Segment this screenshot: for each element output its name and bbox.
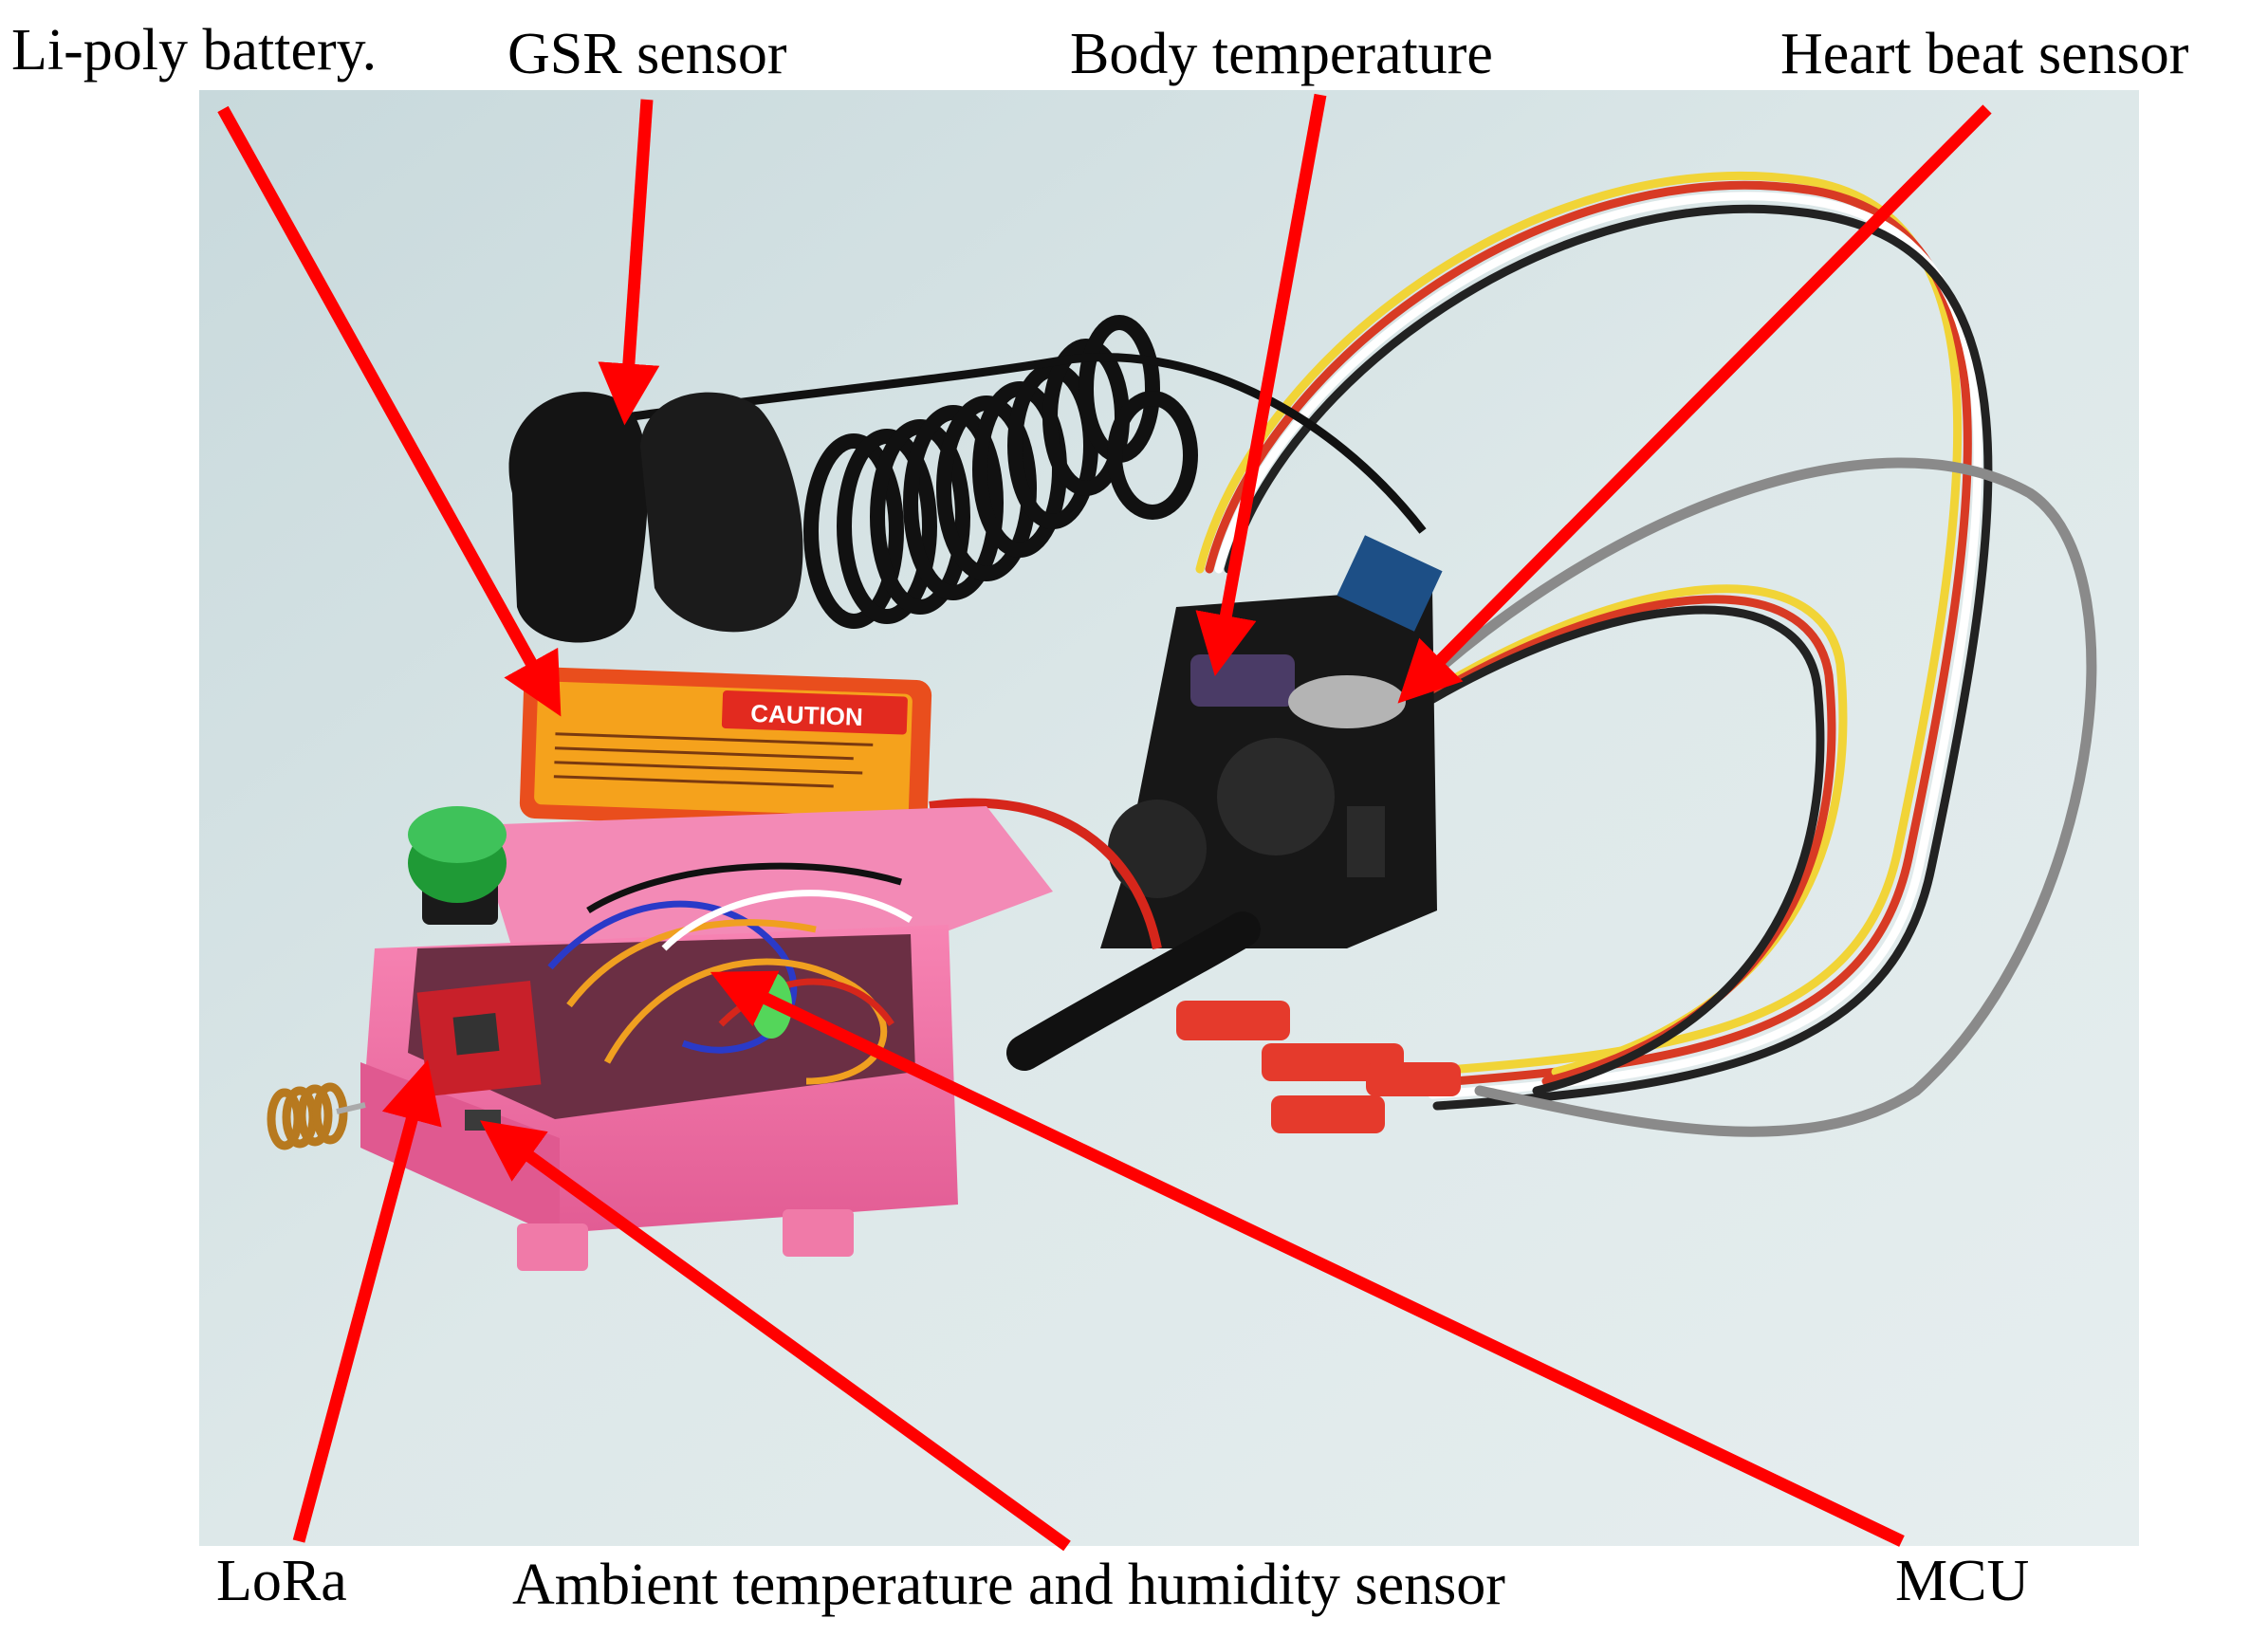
internal-wiring [547,862,913,1085]
arrow-ambient-sensor [480,1120,1071,1552]
arrow-lora [292,1059,442,1543]
arrow-gsr-sensor [598,99,660,426]
label-body-temperature: Body temperature [1070,22,1493,86]
arrow-heart-beat-sensor [1397,104,1992,704]
label-li-poly-battery: Li-poly battery. [11,18,378,83]
cable-sleeve [1006,911,1261,1071]
heart-beat-pcb [1337,535,1443,632]
battery-fine-print [553,732,874,788]
lora-antenna [267,1082,348,1150]
sensor-cables [1195,172,2097,1137]
gsr-finger-sleeve-right [640,392,803,633]
battery-caution-text: CAUTION [750,699,863,731]
pink-enclosure-lid [474,806,1053,948]
arrow-li-poly-battery [217,105,562,717]
gsr-finger-sleeve-left [508,392,649,643]
housing-hole-2 [1108,800,1207,898]
power-wire-red [929,798,1162,949]
label-gsr-sensor: GSR sensor [507,22,787,86]
battery-caution-band [721,690,908,735]
gsr-lead-wire [625,353,1427,534]
green-push-button-cap [408,806,507,863]
housing-hole-1 [1217,738,1335,855]
mounting-tab-left [517,1223,588,1271]
label-ambient-sensor: Ambient temperature and humidity sensor [512,1553,1505,1617]
lora-chip [452,1013,500,1056]
label-lora: LoRa [216,1549,347,1613]
heart-beat-sensor-window [1288,675,1406,728]
red-connectors [1176,1001,1461,1133]
label-heart-beat-sensor: Heart beat sensor [1780,22,2189,86]
coiled-cable [803,315,1198,629]
antenna-lead [336,1102,366,1114]
label-mcu: MCU [1895,1549,2030,1613]
arrow-mcu [710,970,1905,1547]
arrow-body-temperature [1195,93,1327,677]
housing-slot [1347,806,1385,877]
mounting-tab-right [783,1209,854,1257]
